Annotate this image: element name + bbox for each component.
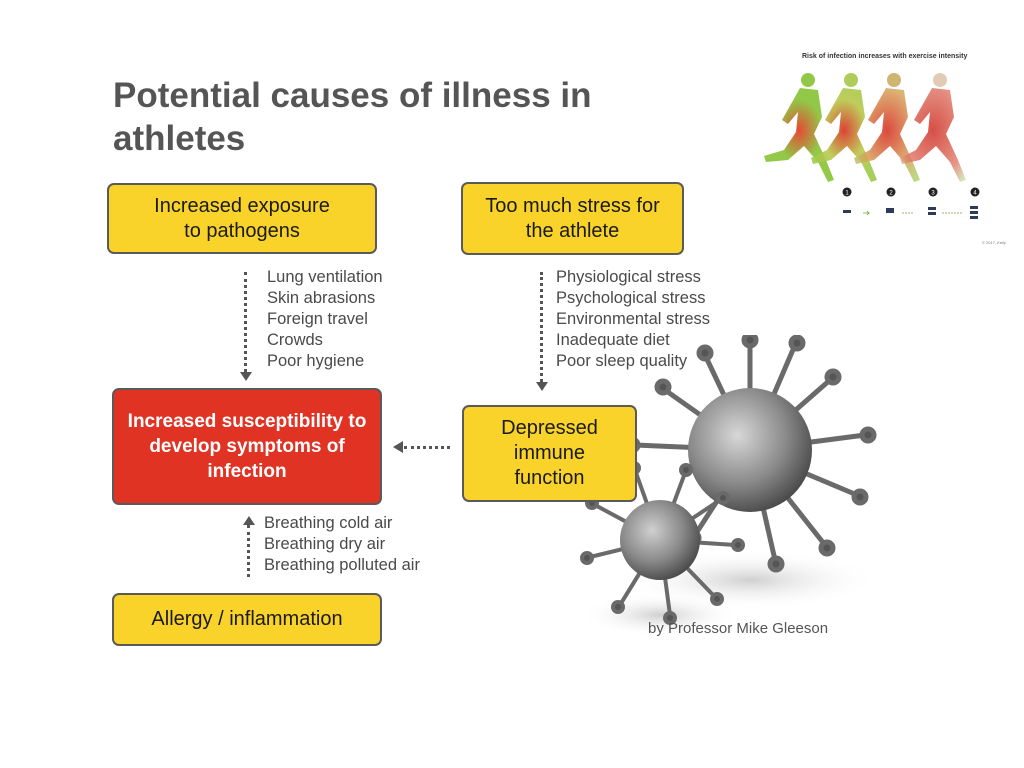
immune-arrow-line <box>404 446 450 449</box>
stress-factor-list: Physiological stress Psychological stres… <box>556 267 710 372</box>
susceptibility-label: Increased susceptibility to develop symp… <box>127 411 367 482</box>
stress-callout: Too much stress for the athlete <box>461 182 684 255</box>
list-item: Lung ventilation <box>267 268 383 286</box>
susceptibility-box: Increased susceptibility to develop symp… <box>112 388 382 505</box>
list-item: Skin abrasions <box>267 289 376 307</box>
stress-arrow-head <box>536 382 548 391</box>
step-marker-1: 1 <box>842 187 852 197</box>
stress-label: Too much stress for the athlete <box>485 194 660 242</box>
step-marker-4: 4 <box>970 187 980 197</box>
immune-callout: Depressed immune function <box>462 405 637 502</box>
shoe-icons <box>843 206 978 219</box>
runner-4 <box>900 73 966 182</box>
step-number-4: 4 <box>973 191 977 197</box>
exposure-factor-list: Lung ventilation Skin abrasions Foreign … <box>267 267 383 372</box>
exposure-arrow-head <box>240 372 252 381</box>
list-item: Breathing dry air <box>264 535 386 553</box>
exposure-arrow-line <box>244 272 247 372</box>
list-item: Poor hygiene <box>267 352 365 370</box>
author-credit: by Professor Mike Gleeson <box>648 620 829 637</box>
list-item: Crowds <box>267 331 323 349</box>
list-item: Breathing cold air <box>264 514 393 532</box>
immune-label: Depressed immune function <box>501 417 598 489</box>
virus-large <box>688 388 812 512</box>
virus-illustration <box>580 335 880 637</box>
step-number-2: 2 <box>889 191 893 197</box>
list-item: Poor sleep quality <box>556 352 688 370</box>
list-item: Breathing polluted air <box>264 556 420 574</box>
step-marker-3: 3 <box>928 187 938 197</box>
step-marker-2: 2 <box>886 187 896 197</box>
inset-copyright: © 2017, Kelly <box>982 240 1006 245</box>
list-item: Foreign travel <box>267 310 368 328</box>
immune-arrow-head <box>393 441 403 453</box>
allergy-label: Allergy / inflammation <box>151 608 343 630</box>
inset-title: Risk of infection increases with exercis… <box>802 53 968 60</box>
stress-arrow-line <box>540 272 543 382</box>
allergy-arrow-head <box>243 516 255 525</box>
page-title: Potential causes of illness in athletes <box>113 76 592 158</box>
runner-1 <box>764 73 834 182</box>
list-item: Environmental stress <box>556 310 711 328</box>
list-item: Inadequate diet <box>556 331 670 349</box>
runners-illustration: 1 2 3 4 <box>764 73 980 219</box>
exposure-label: Increased exposure to pathogens <box>154 194 330 242</box>
allergy-callout: Allergy / inflammation <box>112 593 382 646</box>
step-number-1: 1 <box>845 191 849 197</box>
virus-small <box>620 500 700 580</box>
step-number-3: 3 <box>931 191 935 197</box>
air-factor-list: Breathing cold air Breathing dry air Bre… <box>264 513 420 576</box>
exposure-callout: Increased exposure to pathogens <box>107 183 377 254</box>
list-item: Psychological stress <box>556 289 706 307</box>
list-item: Physiological stress <box>556 268 701 286</box>
allergy-arrow-line <box>247 525 250 577</box>
